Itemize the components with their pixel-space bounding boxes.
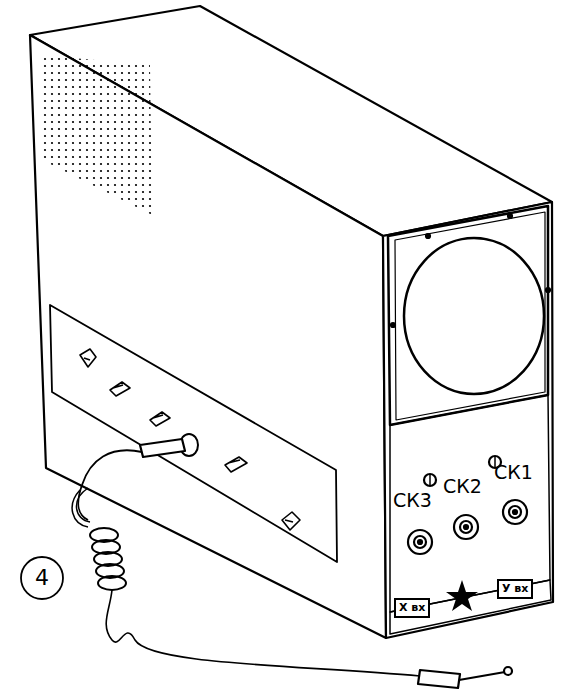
switch-label: СК1 [494,463,533,482]
side-panel [50,305,337,562]
bottom-strip [390,580,551,634]
probe-plug [140,439,185,457]
screen-frame [388,206,548,425]
callout-circle [21,557,63,599]
probe-cable [78,450,142,520]
cable-coil [90,528,126,590]
input-label-plate: Х вх [394,598,430,618]
switch-label: СК3 [393,491,432,510]
probe-tip [418,670,460,688]
callout-number: 4 [35,567,49,589]
plate-text: Х вх [399,601,425,614]
star-emblem [446,580,478,611]
side-face [30,35,386,638]
front-face [383,202,553,638]
switch-label: СК2 [443,477,482,496]
plate-text: У вх [502,582,528,595]
terminal [80,349,300,530]
input-label-plate: У вх [497,579,533,599]
vent-holes [30,40,160,220]
crt-screen [404,238,544,394]
control-panel [390,395,550,612]
